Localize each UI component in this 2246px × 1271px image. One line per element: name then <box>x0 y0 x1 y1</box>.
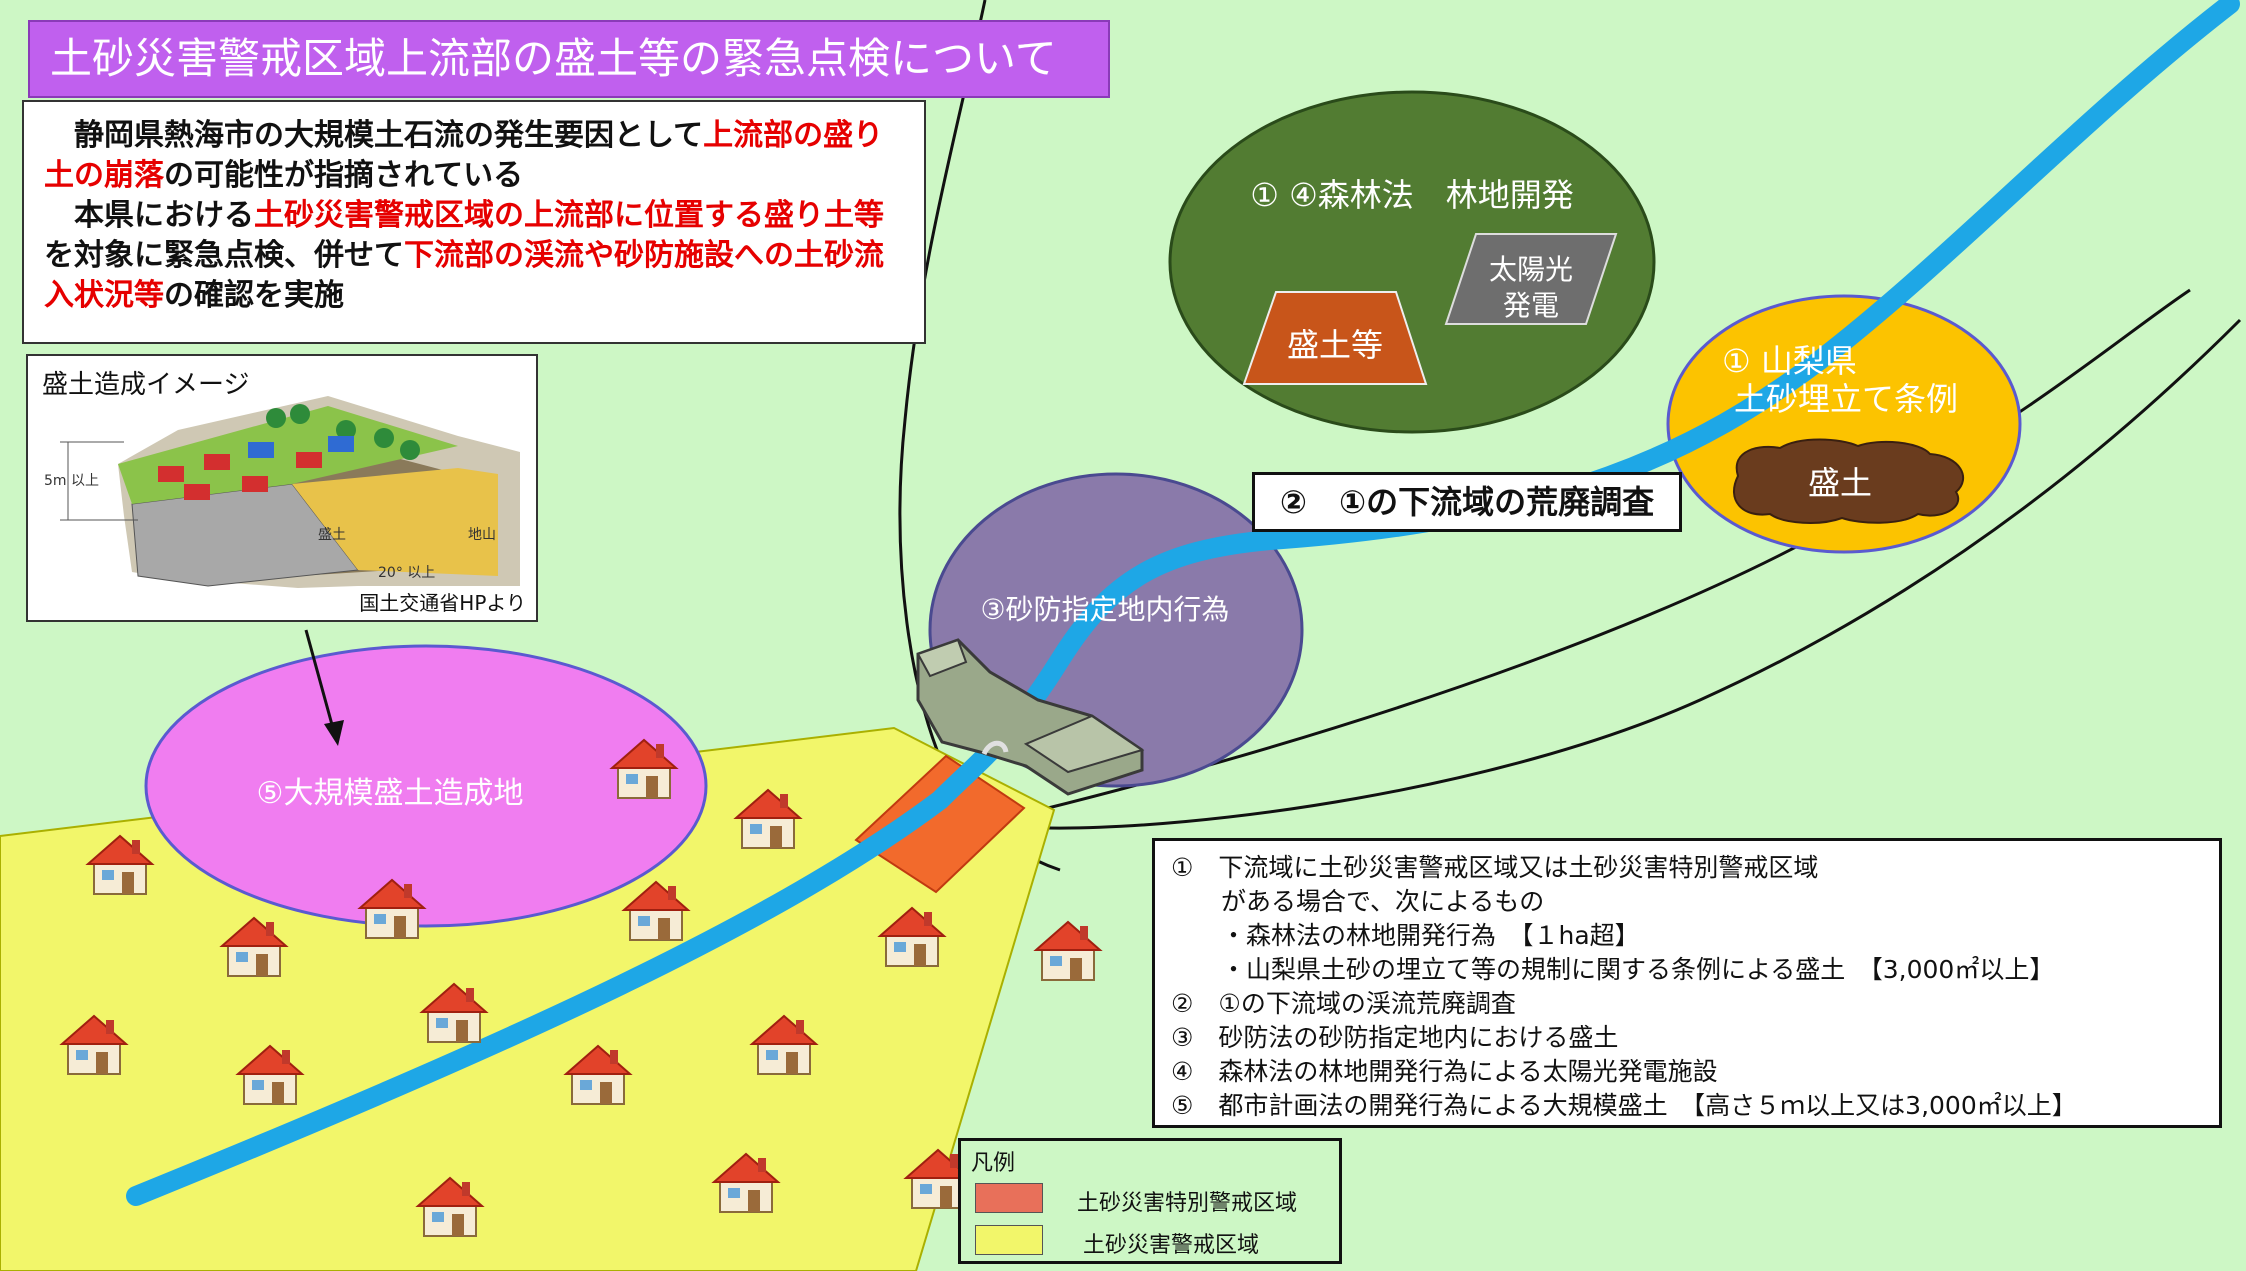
criteria-line: ② ①の下流域の渓流荒廃調査 <box>1171 989 1516 1018</box>
house-icon <box>415 1176 485 1237</box>
arrow-line <box>304 629 336 733</box>
special-warning-zone <box>854 754 1026 894</box>
intro-paragraph-1: 静岡県熱海市の大規模土石流の発生要因として上流部の盛り土の崩落の可能性が指摘され… <box>44 116 908 196</box>
intro-box: 静岡県熱海市の大規模土石流の発生要因として上流部の盛り土の崩落の可能性が指摘され… <box>22 100 926 344</box>
sabo-label: ③砂防指定地内行為 <box>980 593 1230 626</box>
legend-title: 凡例 <box>971 1151 1016 1176</box>
legend-swatch-special <box>975 1183 1043 1213</box>
house-icon <box>711 1152 781 1213</box>
house-icon <box>609 738 679 799</box>
legend-swatch-normal <box>975 1225 1043 1255</box>
downstream-survey-label: ② ①の下流域の荒廃調査 <box>1252 472 1682 532</box>
house-icon <box>357 878 427 939</box>
criteria-line: ・山梨県土砂の埋立て等の規制に関する条例による盛土 【3,000㎡以上】 <box>1171 955 2055 984</box>
watershed-line-right <box>1047 318 2242 830</box>
criteria-line: ・森林法の林地開発行為 【１ha超】 <box>1171 921 1640 950</box>
houses-group <box>59 738 1103 1237</box>
solar-panel-shape <box>1444 233 1618 325</box>
criteria-line: ① 下流域に土砂災害警戒区域又は土砂災害特別警戒区域 <box>1171 853 1819 882</box>
house-icon <box>877 906 947 967</box>
criteria-list: ① 下流域に土砂災害警戒区域又は土砂災害特別警戒区域 がある場合で、次によるもの… <box>1152 838 2222 1128</box>
large-fill-label: ⑤大規模盛土造成地 <box>256 776 524 811</box>
label-height: 5m 以上 <box>44 473 99 489</box>
intro-p2-segment: 下流部の渓流や砂防施設への土砂流入状況等 <box>44 238 884 313</box>
arrow-head <box>324 720 344 746</box>
house-icon <box>733 788 803 849</box>
sabo-dam-icon <box>916 638 1145 796</box>
page-title: 土砂災害警戒区域上流部の盛土等の緊急点検について <box>28 20 1110 98</box>
intro-p2-segment: 本県における <box>74 198 254 233</box>
criteria-line: ⑤ 都市計画法の開発行為による大規模盛土 【高さ５ｍ以上又は3,000㎡以上】 <box>1171 1091 2077 1120</box>
house-icon <box>1033 920 1103 981</box>
river <box>126 0 2240 1206</box>
solar-label-2: 発電 <box>1502 289 1559 322</box>
yamanashi-line-2: 土砂埋立て条例 <box>1733 380 1958 418</box>
legend-box: 凡例 土砂災害特別警戒区域 土砂災害警戒区域 <box>958 1138 1342 1264</box>
label-fill: 盛土 <box>318 527 346 543</box>
image-source: 国土交通省HPより <box>359 591 526 615</box>
house-icon <box>235 1044 305 1105</box>
intro-p2-segment: 土砂災害警戒区域の上流部に位置する盛り土等 <box>254 198 884 233</box>
house-icon <box>749 1014 819 1075</box>
intro-paragraph-2: 本県における土砂災害警戒区域の上流部に位置する盛り土等を対象に緊急点検、併せて下… <box>44 196 908 316</box>
label-ground: 地山 <box>468 527 496 543</box>
fill-image-box: 盛土造成イメージ 5m 以上 盛土 地山 20° 以上 国土交通省HPより <box>26 354 538 622</box>
house-icon <box>563 1044 633 1105</box>
forest-fill-label: 盛土等 <box>1286 326 1383 364</box>
intro-p1-segment: 上流部の盛り土の崩落 <box>44 118 884 193</box>
house-icon <box>219 916 289 977</box>
intro-p2-segment: を対象に緊急点検、併せて <box>44 238 404 273</box>
fill-illustration <box>60 396 520 588</box>
intro-p1-segment: 静岡県熱海市の大規模土石流の発生要因として <box>74 118 704 153</box>
house-icon <box>621 880 691 941</box>
criteria-line: がある場合で、次によるもの <box>1171 887 1545 916</box>
yamanashi-fill-label: 盛土 <box>1807 464 1872 502</box>
forest-title: ① ④森林法 林地開発 <box>1250 176 1574 214</box>
house-icon <box>59 1014 129 1075</box>
house-icon <box>85 834 155 895</box>
house-icon <box>419 982 489 1043</box>
solar-label-1: 太陽光 <box>1488 253 1573 286</box>
legend-label-special: 土砂災害特別警戒区域 <box>1077 1191 1298 1216</box>
criteria-line: ④ 森林法の林地開発行為による太陽光発電施設 <box>1171 1057 1718 1086</box>
label-angle: 20° 以上 <box>378 565 436 581</box>
house-icon <box>903 1148 973 1209</box>
large-fill-area <box>144 644 708 928</box>
yamanashi-line-1: ① 山梨県 <box>1722 342 1857 380</box>
fill-trapezoid-shape <box>1242 291 1428 385</box>
intro-p2-segment: の確認を実施 <box>164 278 344 313</box>
image-caption: 盛土造成イメージ <box>42 370 250 400</box>
mound-icon <box>1732 438 1965 524</box>
legend-label-normal: 土砂災害警戒区域 <box>1083 1233 1260 1258</box>
criteria-line: ③ 砂防法の砂防指定地内における盛土 <box>1171 1023 1619 1052</box>
intro-p1-segment: の可能性が指摘されている <box>164 158 524 193</box>
